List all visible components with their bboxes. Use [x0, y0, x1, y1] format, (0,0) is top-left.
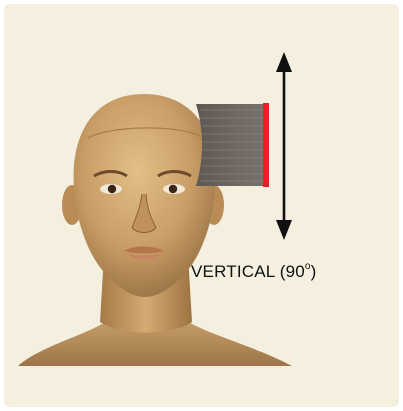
left-iris: [108, 185, 116, 193]
arrow-head-up-icon: [276, 52, 292, 72]
arrow-head-down-icon: [276, 220, 292, 240]
right-iris: [169, 185, 177, 193]
section-edge: [263, 103, 269, 187]
elevation-label: VERTICAL (90o): [191, 262, 317, 282]
vertical-arrow: [276, 52, 292, 240]
